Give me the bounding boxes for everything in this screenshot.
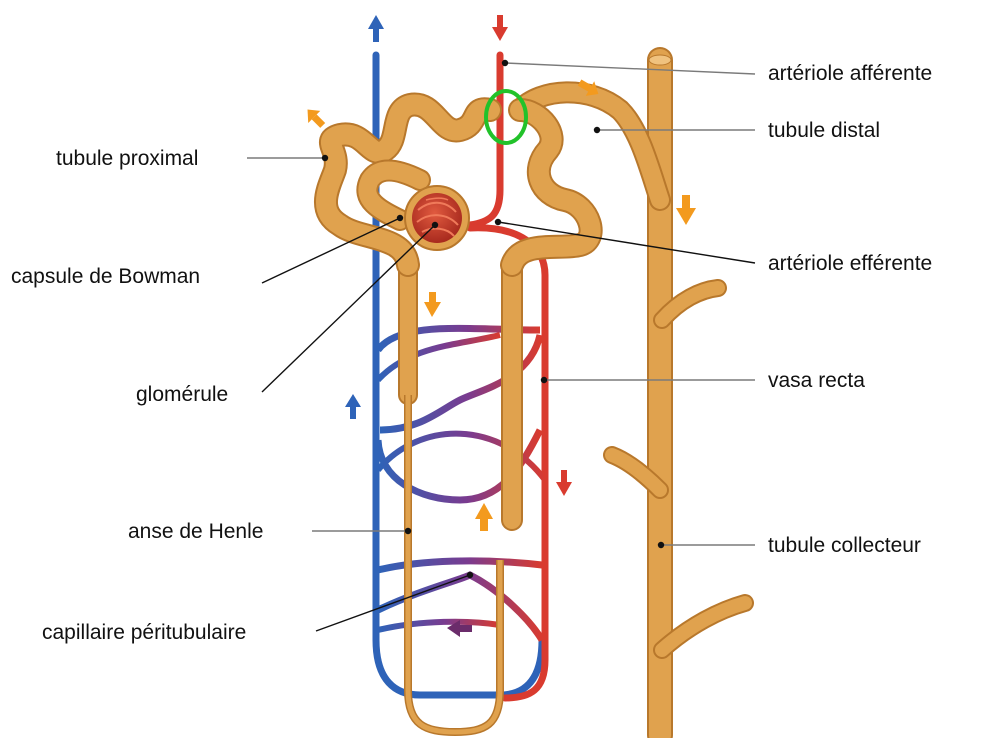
label-tubule-distal: tubule distal bbox=[768, 119, 880, 142]
label-arteriole-afferente: artériole afférente bbox=[768, 62, 932, 85]
label-anse-henle: anse de Henle bbox=[128, 520, 263, 543]
label-vasa-recta: vasa recta bbox=[768, 369, 865, 392]
vasa-recta-down-arrow-icon bbox=[556, 470, 572, 496]
ascending-limb-arrow-icon bbox=[475, 503, 493, 531]
vein-flow-up-arrow-icon bbox=[368, 15, 384, 42]
label-glomerule: glomérule bbox=[136, 383, 228, 406]
proximal-flow-arrow-icon bbox=[301, 104, 329, 132]
label-tubule-proximal: tubule proximal bbox=[56, 147, 198, 170]
vein-flow-up-arrow-mid-icon bbox=[345, 394, 361, 419]
label-arteriole-efferente: artériole efférente bbox=[768, 252, 932, 275]
labels: artériole afférente tubule distal tubule… bbox=[11, 62, 932, 644]
label-capsule-bowman: capsule de Bowman bbox=[11, 265, 200, 288]
label-capillaire-peritubulaire: capillaire péritubulaire bbox=[42, 621, 246, 644]
artery-flow-down-arrow-icon bbox=[492, 15, 508, 41]
descending-limb-arrow-icon bbox=[424, 292, 441, 317]
collecting-flow-down-arrow-icon bbox=[676, 195, 696, 225]
bowman-capsule bbox=[405, 186, 469, 250]
label-tubule-collecteur: tubule collecteur bbox=[768, 534, 921, 557]
